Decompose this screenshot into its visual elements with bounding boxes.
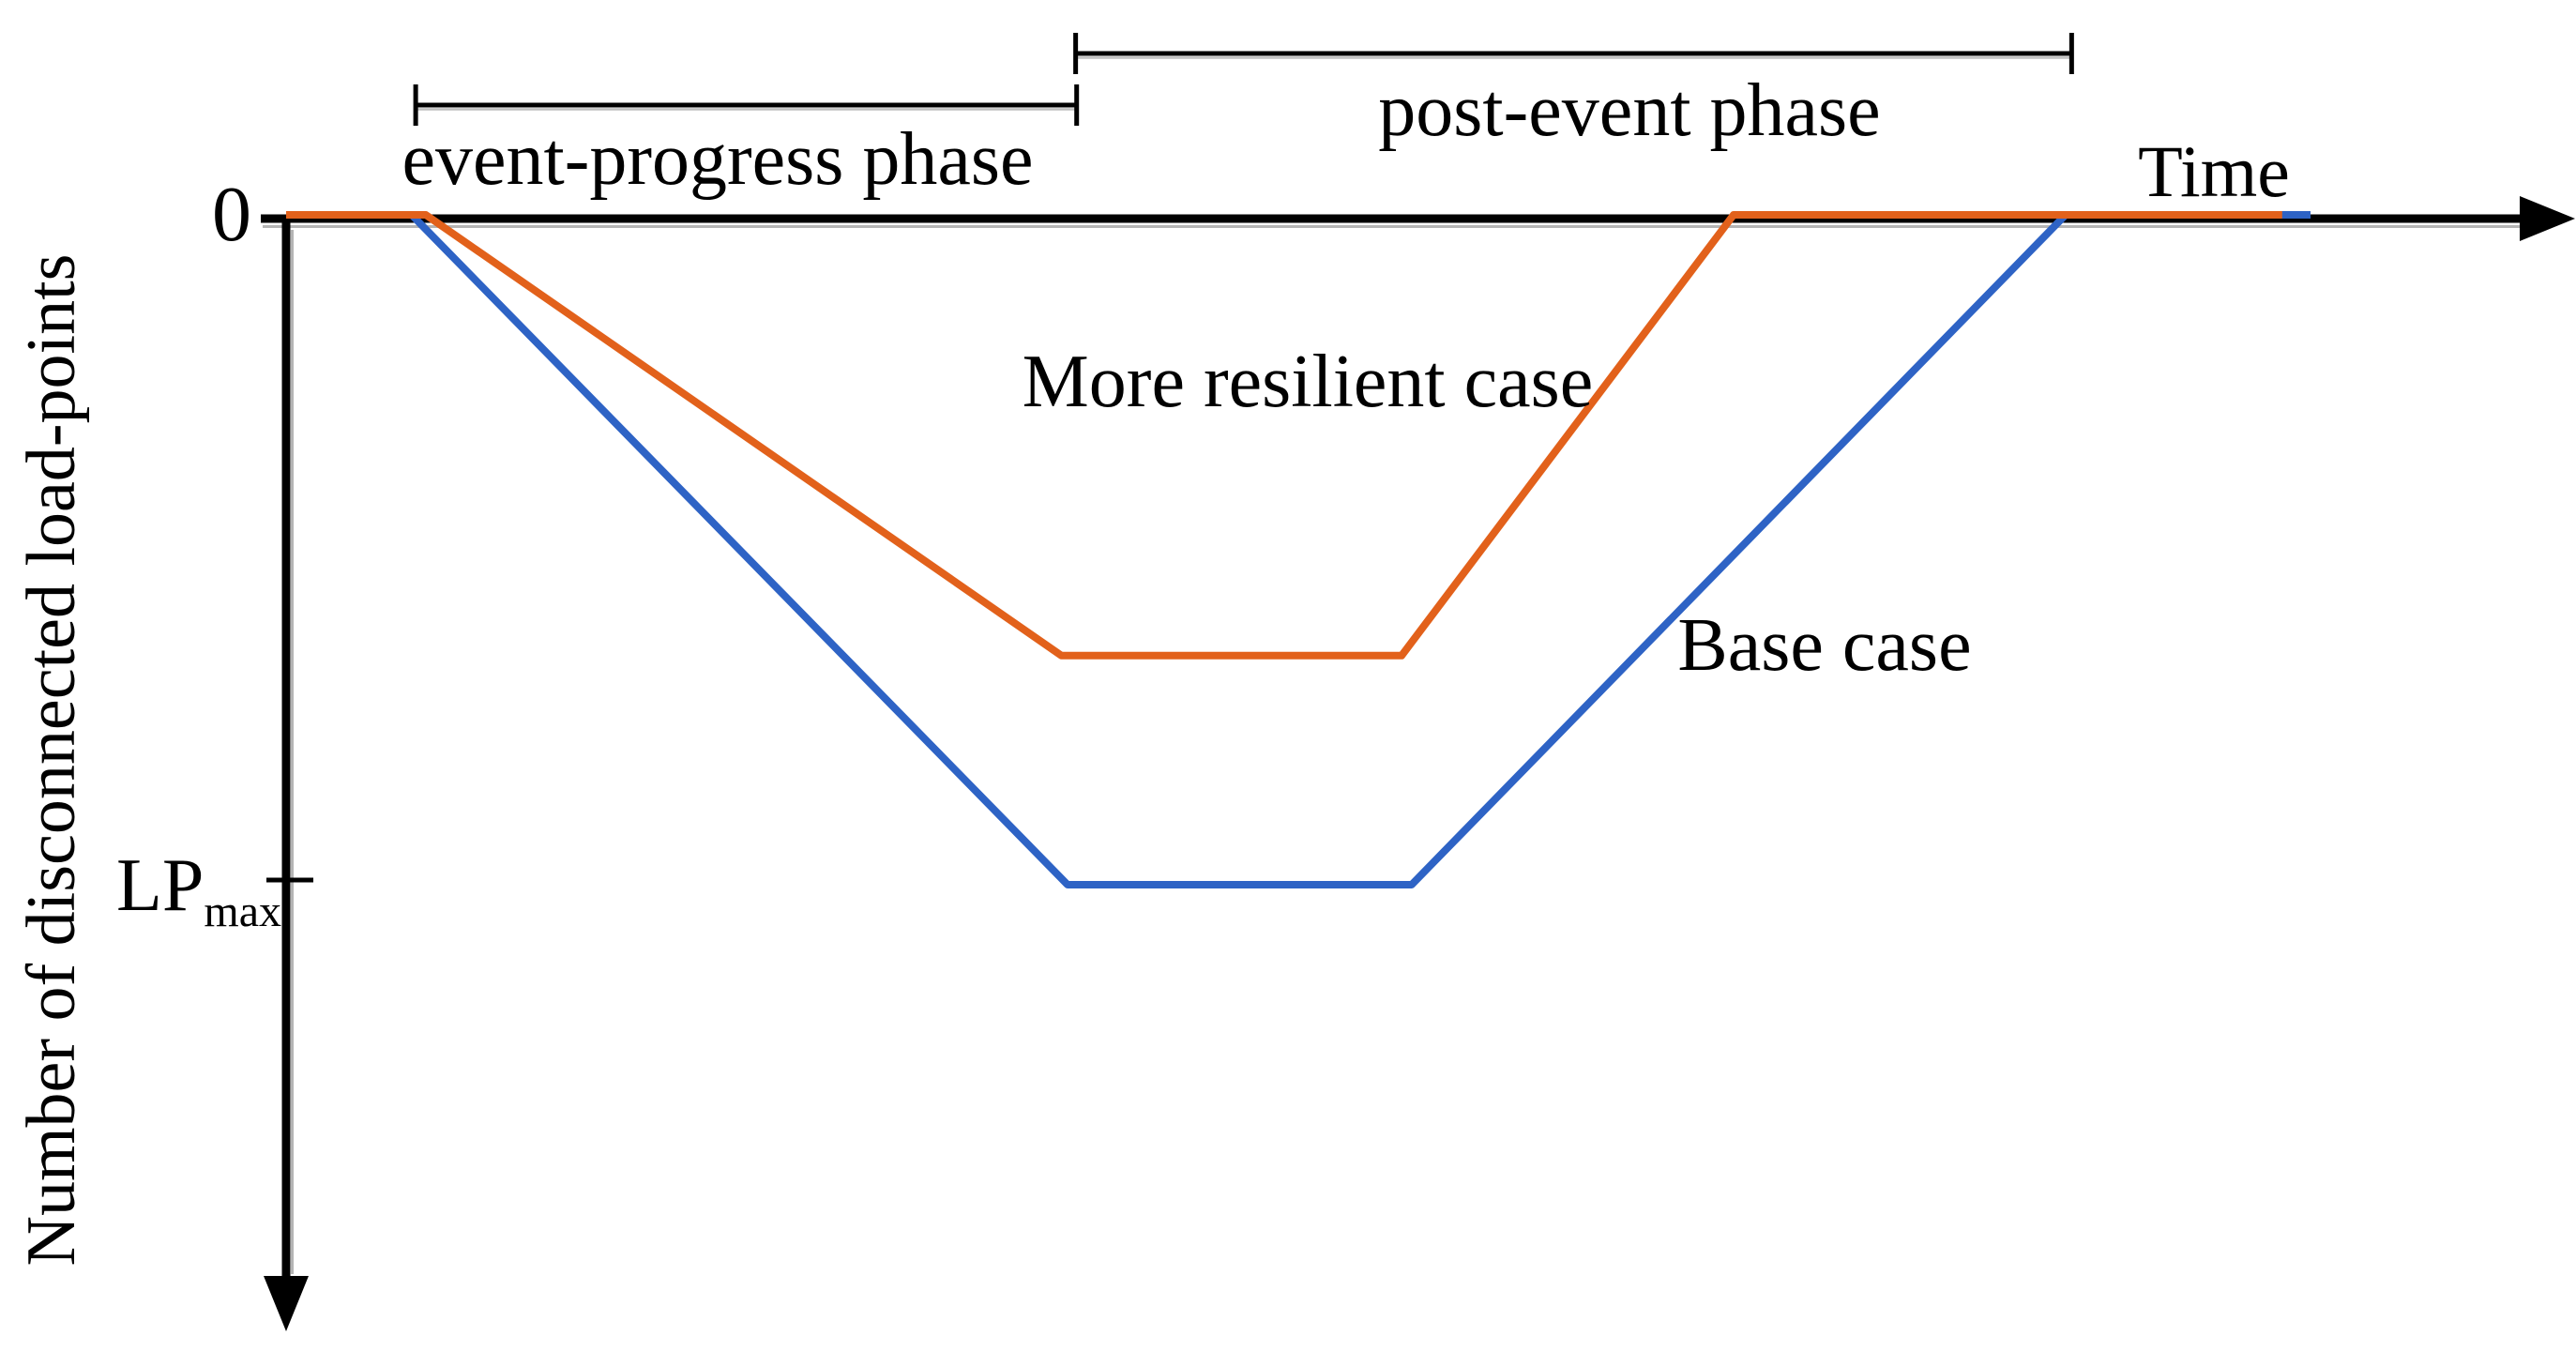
base-case-line [286,211,2311,888]
more-resilient-case-line [286,211,2282,660]
more-resilient-case-series-label: More resilient case [1022,341,1594,423]
post-event-phase-label: post-event phase [1378,69,1881,152]
base-case-series-label: Base case [1677,604,1972,687]
lpmax-base-text: LP [116,844,205,927]
y-axis-arrowhead-icon [264,1276,309,1331]
y-axis-lpmax-tick-label: LPmax [0,837,281,934]
x-axis-title: Time [2138,130,2290,212]
event-progress-phase-label: event-progress phase [402,118,1034,201]
y-axis-origin-label: 0 [212,171,251,258]
time-axis-arrowhead-icon [2520,196,2575,241]
lpmax-subscript-text: max [204,887,281,936]
y-axis-title: Number of disconnected load-points [13,253,90,1267]
